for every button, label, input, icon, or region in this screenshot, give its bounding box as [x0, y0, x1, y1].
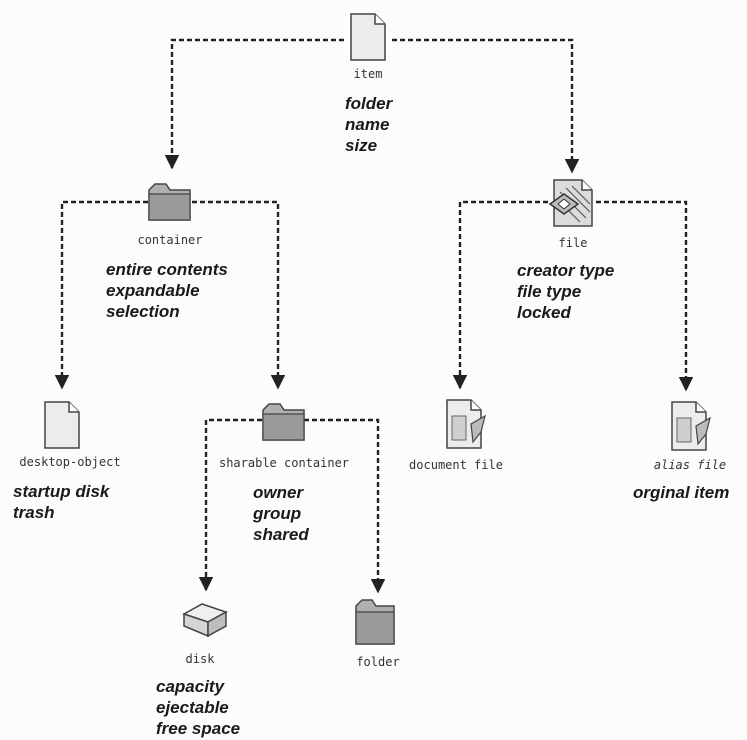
node-alias-file-label: alias file: [653, 458, 727, 472]
node-file-prop: locked: [517, 303, 571, 322]
node-alias-file-prop: orginal item: [633, 483, 730, 502]
folder-icon: [355, 599, 395, 645]
node-desktop-object-label: desktop-object: [19, 455, 121, 469]
node-container-prop: selection: [106, 302, 180, 321]
connector-item-file: [392, 38, 580, 174]
node-desktop-object-prop: startup disk: [13, 482, 110, 501]
node-item-label: item: [353, 67, 383, 81]
connector-sharable-folder: [304, 418, 386, 594]
node-disk-prop: capacity: [156, 677, 225, 696]
alias-file-icon: [671, 401, 711, 451]
disk-icon: [182, 603, 228, 638]
node-file-prop: file type: [517, 282, 582, 301]
node-item-prop: size: [345, 136, 378, 155]
node-container-prop: expandable: [106, 281, 200, 300]
node-sharable-container-prop: group: [253, 504, 302, 523]
node-folder-label: folder: [356, 655, 400, 669]
document-icon: [44, 401, 80, 449]
node-container-prop: entire contents: [106, 260, 228, 279]
node-disk-label: disk: [185, 652, 215, 666]
connector-file-alias: [596, 200, 694, 392]
document-file-icon: [446, 399, 486, 449]
node-disk-prop: ejectable: [156, 698, 229, 717]
node-document-file-label: document file: [409, 458, 503, 472]
node-item-prop: name: [345, 115, 390, 134]
folder-icon: [262, 403, 305, 441]
application-file-icon: [548, 179, 593, 227]
node-desktop-object-prop: trash: [13, 503, 55, 522]
node-item-prop: folder: [345, 94, 393, 113]
folder-icon: [148, 183, 191, 221]
node-file-label: file: [558, 236, 588, 250]
node-sharable-container-label: sharable container: [218, 456, 350, 470]
node-sharable-container-prop: shared: [253, 525, 309, 544]
document-icon: [350, 13, 386, 61]
connector-sharable-disk: [198, 418, 262, 592]
node-file-prop: creator type: [517, 261, 615, 280]
node-disk-prop: free space: [156, 719, 241, 738]
connector-file-document: [452, 200, 548, 390]
node-sharable-container-prop: owner: [253, 483, 304, 502]
connector-item-container: [164, 38, 344, 170]
connector-container-desktop-object: [54, 200, 148, 390]
node-container-label: container: [137, 233, 203, 247]
connector-container-sharable: [192, 200, 286, 390]
